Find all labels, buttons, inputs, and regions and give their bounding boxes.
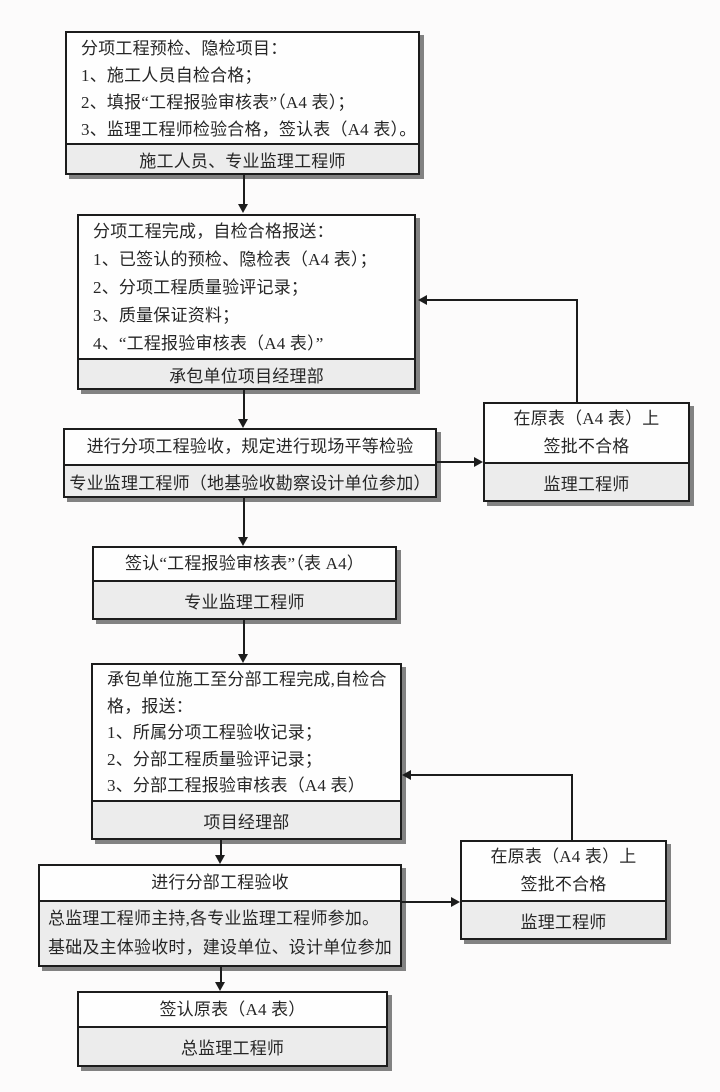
connector-r2-b5-vertical <box>571 774 573 840</box>
connector-b2-b3 <box>243 390 245 420</box>
box-text-line: 1、已签认的预检、隐检表（A4 表）； <box>93 250 377 269</box>
box-text-line: 2、填报“工程报验审核表”（A4 表）； <box>81 93 355 112</box>
box-body: 在原表（A4 表）上 签批不合格 <box>485 404 688 462</box>
box-body: 签认“工程报验审核表”（表 A4） <box>94 548 395 580</box>
flow-box-subdivision-complete-submit: 承包单位施工至分部工程完成,自检合 格，报送： 1、所属分项工程验收记录； 2、… <box>91 663 402 840</box>
flow-box-reject-sign-original-1: 在原表（A4 表）上 签批不合格 监理工程师 <box>483 402 690 502</box>
box-body: 在原表（A4 表）上 签批不合格 <box>462 842 665 900</box>
arrowhead-down-icon <box>238 419 248 428</box>
connector-b6-r2 <box>402 901 452 903</box>
connector-b5-b6 <box>220 840 222 856</box>
box-text-line: 1、施工人员自检合格； <box>81 66 262 85</box>
arrowhead-left-icon <box>402 770 411 780</box>
box-text-line: 在原表（A4 表）上 <box>513 409 660 428</box>
box-text-line: 3、分部工程报验审核表（A4 表） <box>107 776 365 795</box>
flow-box-sign-original-form: 签认原表（A4 表） 总监理工程师 <box>77 991 388 1067</box>
connector-r2-b5-horizontal <box>411 774 573 776</box>
box-text-line: 4、“工程报验审核表（A4 表）” <box>93 334 324 353</box>
flow-box-reject-sign-original-2: 在原表（A4 表）上 签批不合格 监理工程师 <box>460 840 667 940</box>
box-text-line: 格，报送： <box>107 696 193 716</box>
responsible-party-label: 监理工程师 <box>462 900 665 938</box>
arrowhead-down-icon <box>238 654 248 663</box>
box-body: 进行分项工程验收，规定进行现场平等检验 <box>65 430 435 464</box>
flow-box-subdivision-acceptance: 进行分部工程验收 总监理工程师主持,各专业监理工程师参加。基础及主体验收时，建设… <box>38 864 402 967</box>
box-title: 进行分项工程验收，规定进行现场平等检验 <box>86 437 414 456</box>
arrowhead-left-icon <box>418 295 427 305</box>
connector-b3-b4 <box>243 498 245 538</box>
box-text-line: 签批不合格 <box>543 437 630 456</box>
flow-box-subitem-complete-submit: 分项工程完成，自检合格报送： 1、已签认的预检、隐检表（A4 表）； 2、分项工… <box>77 214 416 390</box>
arrowhead-down-icon <box>238 204 248 213</box>
box-text-line: 在原表（A4 表）上 <box>490 847 637 866</box>
box-body: 承包单位施工至分部工程完成,自检合 格，报送： 1、所属分项工程验收记录； 2、… <box>93 665 400 800</box>
box-title: 签认原表（A4 表） <box>159 999 306 1019</box>
box-body: 分项工程完成，自检合格报送： 1、已签认的预检、隐检表（A4 表）； 2、分项工… <box>79 216 414 358</box>
arrowhead-down-icon <box>238 537 248 546</box>
responsible-party-label: 总监理工程师 <box>79 1026 386 1065</box>
box-text-line: 3、质量保证资料； <box>93 306 240 325</box>
connector-b1-b2 <box>243 175 245 205</box>
arrowhead-right-icon <box>474 457 483 467</box>
responsible-party-label: 监理工程师 <box>485 462 688 500</box>
box-text-line: 签批不合格 <box>520 875 607 894</box>
box-title: 进行分部工程验收 <box>151 873 289 892</box>
box-text-line: 2、分部工程质量验评记录； <box>107 749 323 769</box>
connector-r1-b2-vertical <box>576 299 578 402</box>
responsible-party-label: 总监理工程师主持,各专业监理工程师参加。基础及主体验收时，建设单位、设计单位参加 <box>40 900 400 965</box>
arrowhead-down-icon <box>215 982 225 991</box>
connector-r1-b2-horizontal <box>427 299 578 301</box>
responsible-party-label: 施工人员、专业监理工程师 <box>67 143 418 173</box>
responsible-party-label: 承包单位项目经理部 <box>79 358 414 388</box>
arrowhead-down-icon <box>215 855 225 864</box>
box-body: 签认原表（A4 表） <box>79 993 386 1026</box>
responsible-party-label: 专业监理工程师 <box>94 580 395 618</box>
connector-b6-b7 <box>220 967 222 983</box>
flow-box-sign-review-form: 签认“工程报验审核表”（表 A4） 专业监理工程师 <box>92 546 397 620</box>
connector-b4-b5 <box>243 620 245 655</box>
flow-box-subitem-precheck: 分项工程预检、隐检项目： 1、施工人员自检合格； 2、填报“工程报验审核表”（A… <box>65 31 420 175</box>
arrowhead-right-icon <box>451 897 460 907</box>
box-text-line: 1、所属分项工程验收记录； <box>107 723 323 742</box>
responsible-party-label: 专业监理工程师（地基验收勘察设计单位参加） <box>65 464 435 496</box>
box-text-line: 2、分项工程质量验评记录； <box>93 278 309 297</box>
connector-b3-r1 <box>437 461 475 463</box>
box-text-line: 分项工程预检、隐检项目： <box>81 39 288 58</box>
box-text-line: 承包单位施工至分部工程完成,自检合 <box>107 670 387 689</box>
flow-box-subitem-acceptance: 进行分项工程验收，规定进行现场平等检验 专业监理工程师（地基验收勘察设计单位参加… <box>63 428 437 498</box>
box-text-line: 分项工程完成，自检合格报送： <box>93 222 334 241</box>
box-text-line: 3、监理工程师检验合格，签认表（A4 表）。 <box>81 120 417 139</box>
box-body: 分项工程预检、隐检项目： 1、施工人员自检合格； 2、填报“工程报验审核表”（A… <box>67 33 418 143</box>
box-body: 进行分部工程验收 <box>40 866 400 900</box>
responsible-party-label: 项目经理部 <box>93 800 400 838</box>
box-title: 签认“工程报验审核表”（表 A4） <box>124 554 365 573</box>
